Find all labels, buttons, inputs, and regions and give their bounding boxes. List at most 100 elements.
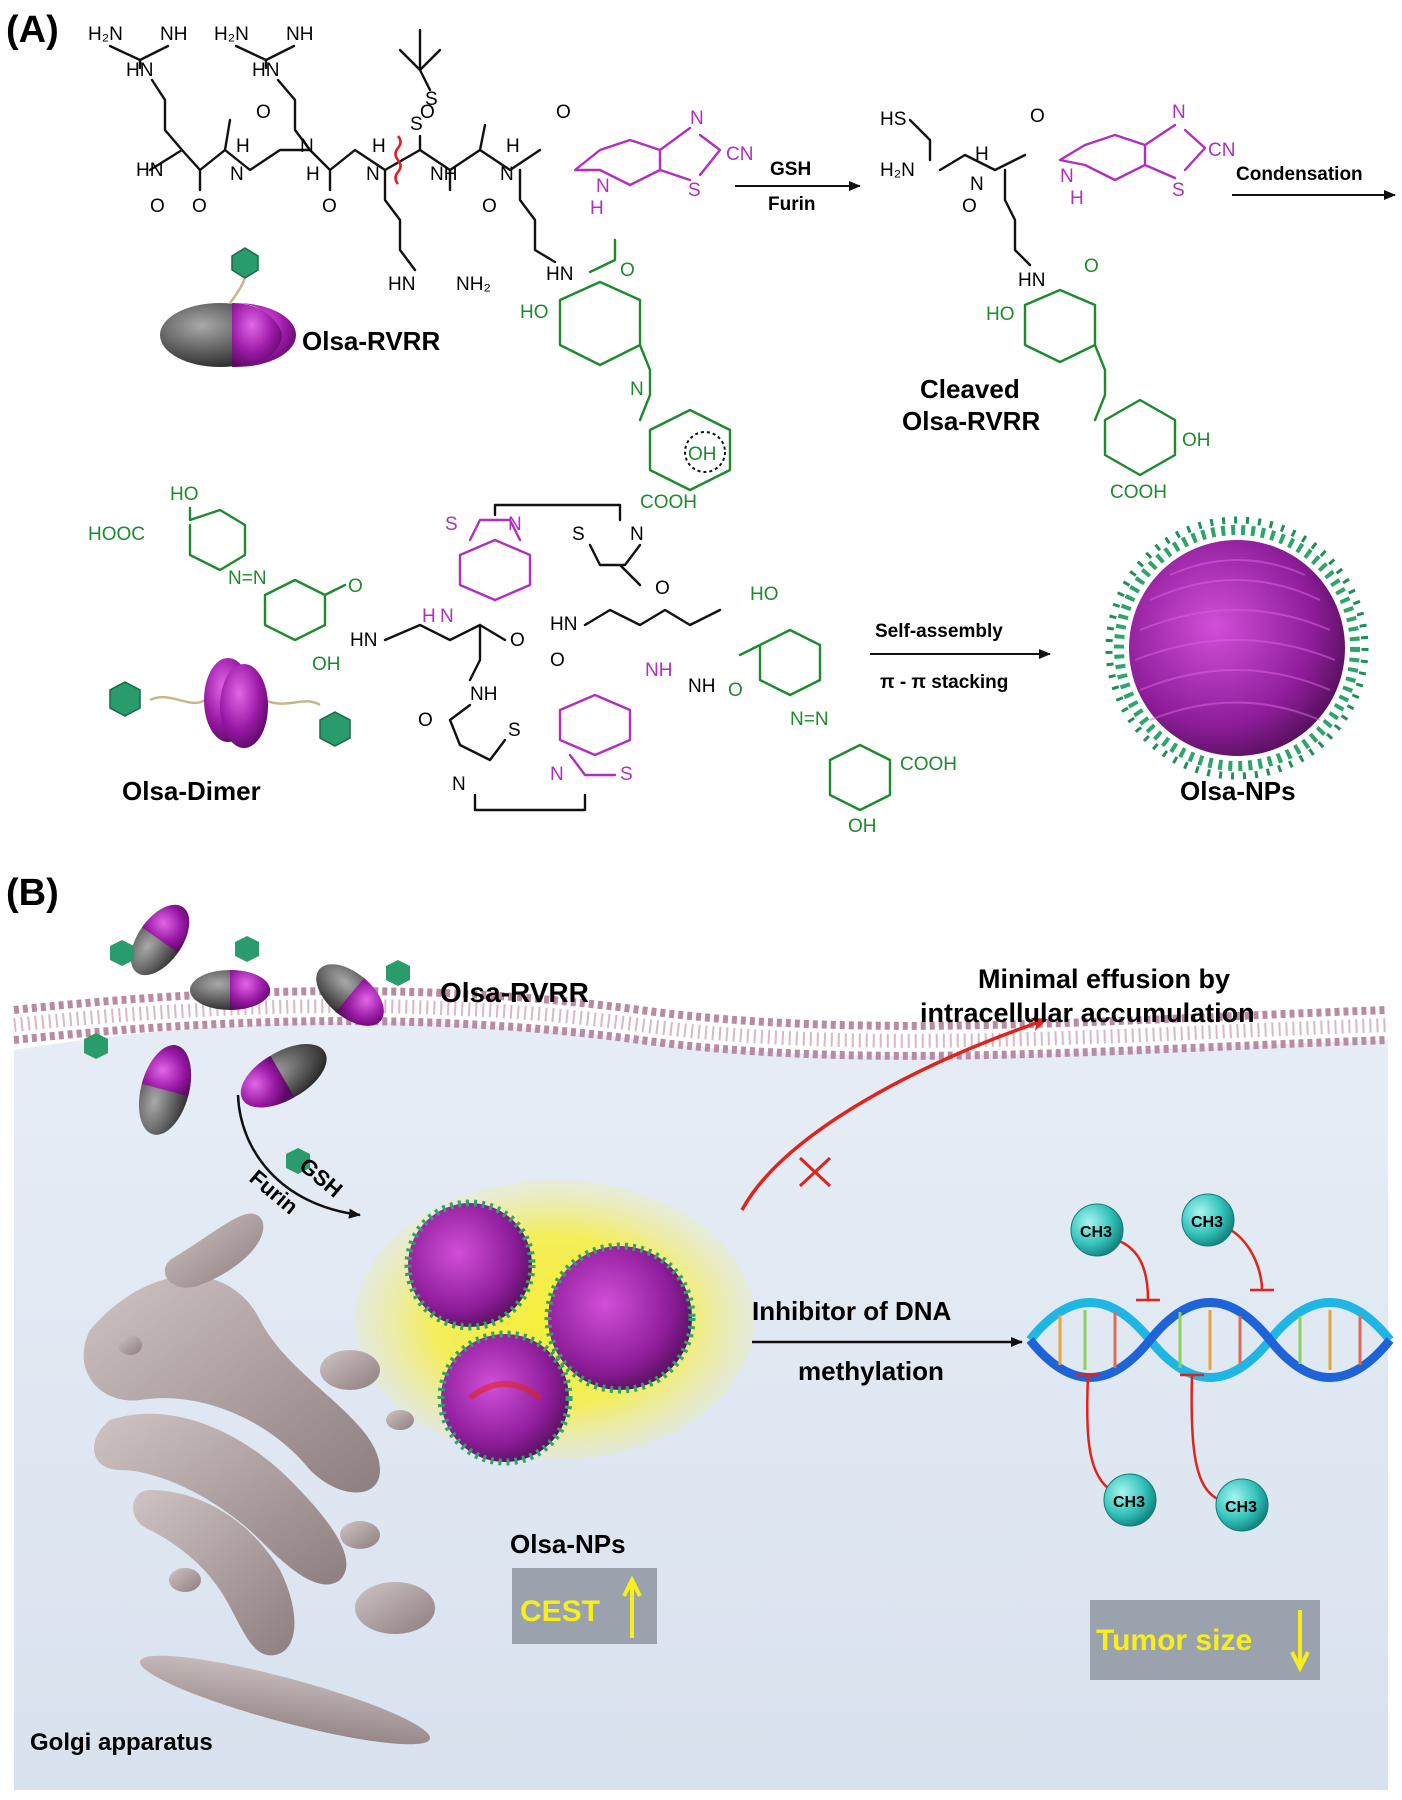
svg-text:S: S	[1172, 180, 1185, 201]
tumor-badge	[1090, 1600, 1320, 1680]
svg-text:O: O	[256, 102, 271, 123]
cest-up-arrow	[622, 1575, 642, 1638]
svg-text:O: O	[150, 196, 165, 217]
svg-text:H: H	[506, 136, 520, 157]
svg-text:H: H	[975, 144, 989, 165]
svg-text:N: N	[230, 164, 244, 185]
svg-text:O: O	[420, 102, 435, 123]
svg-text:O: O	[348, 576, 363, 597]
svg-text:NH₂: NH₂	[456, 274, 491, 295]
molecule-2-name-line1: Cleaved	[920, 374, 1020, 404]
methyl-label-2: CH3	[1191, 1214, 1223, 1231]
svg-text:HN: HN	[252, 60, 279, 81]
svg-text:H: H	[1070, 188, 1084, 209]
svg-text:S: S	[445, 514, 458, 535]
svg-text:H: H	[422, 606, 436, 627]
free-molecule-label: Olsa-RVRR	[440, 977, 589, 1008]
svg-text:CN: CN	[726, 144, 753, 165]
tumor-down-arrow	[1290, 1610, 1310, 1673]
svg-text:HN: HN	[388, 274, 415, 295]
svg-text:N: N	[1060, 166, 1074, 187]
svg-text:HS: HS	[880, 109, 906, 130]
molecule-2-name-line2: Olsa-RVRR	[902, 406, 1040, 436]
svg-text:NH: NH	[645, 660, 672, 681]
svg-text:H₂N: H₂N	[214, 24, 249, 45]
svg-text:N: N	[300, 136, 314, 157]
svg-text:N: N	[500, 164, 514, 185]
svg-text:OH: OH	[312, 654, 341, 675]
svg-text:HO: HO	[750, 584, 779, 605]
svg-text:HN: HN	[350, 630, 377, 651]
svg-text:NH: NH	[430, 164, 457, 185]
svg-text:OH: OH	[1182, 430, 1211, 451]
svg-text:N: N	[508, 514, 522, 535]
svg-text:O: O	[322, 196, 337, 217]
svg-text:NH: NH	[688, 676, 715, 697]
svg-text:O: O	[418, 710, 433, 731]
svg-text:N: N	[690, 108, 704, 129]
olsa-rvrr-schematic	[160, 247, 296, 367]
svg-text:HN: HN	[136, 160, 163, 181]
step-3-label-top: Self-assembly	[875, 621, 1003, 642]
svg-text:N: N	[970, 174, 984, 195]
svg-text:H: H	[372, 136, 386, 157]
svg-text:COOH: COOH	[900, 754, 957, 775]
svg-text:S: S	[425, 89, 438, 110]
golgi-apparatus	[83, 1213, 435, 1745]
nanoparticle-large	[1105, 516, 1369, 780]
svg-text:NH: NH	[160, 24, 187, 45]
svg-text:N: N	[452, 774, 466, 795]
svg-text:NH: NH	[286, 24, 313, 45]
svg-text:O: O	[556, 102, 571, 123]
svg-text:H₂N: H₂N	[880, 160, 915, 181]
svg-text:O: O	[1030, 106, 1045, 127]
svg-text:H: H	[590, 198, 604, 219]
effusion-line1: Minimal effusion by	[978, 964, 1230, 994]
inhibitor-line2: methylation	[798, 1356, 944, 1386]
svg-text:OH: OH	[688, 444, 717, 465]
svg-text:HO: HO	[986, 304, 1015, 325]
molecule-1-name: Olsa-RVRR	[302, 326, 440, 356]
svg-text:O: O	[550, 650, 565, 671]
svg-text:NH: NH	[470, 684, 497, 705]
svg-text:N=N: N=N	[228, 568, 267, 589]
svg-text:HN: HN	[546, 264, 573, 285]
svg-text:O: O	[192, 196, 207, 217]
nanoparticle-cluster	[355, 1180, 755, 1466]
svg-text:N: N	[596, 176, 610, 197]
methyl-label-1: CH3	[1080, 1224, 1112, 1241]
svg-text:O: O	[655, 578, 670, 599]
svg-text:HN: HN	[126, 60, 153, 81]
svg-text:COOH: COOH	[640, 492, 697, 513]
svg-text:OH: OH	[848, 816, 877, 837]
svg-text:S: S	[508, 720, 521, 741]
free-molecules	[84, 904, 410, 1174]
svg-text:N: N	[1172, 102, 1186, 123]
svg-text:HO: HO	[170, 484, 199, 505]
svg-text:S: S	[688, 180, 701, 201]
dimer-schematic	[109, 658, 351, 748]
svg-text:O: O	[962, 196, 977, 217]
dna-helix	[1026, 1298, 1394, 1382]
nps-label: Olsa-NPs	[510, 1529, 626, 1559]
svg-text:HO: HO	[520, 302, 549, 323]
svg-text:HOOC: HOOC	[88, 524, 145, 545]
svg-text:H: H	[306, 164, 320, 185]
svg-text:H₂N: H₂N	[88, 24, 123, 45]
svg-text:N: N	[550, 764, 564, 785]
svg-text:N: N	[630, 379, 644, 400]
svg-text:N: N	[630, 524, 644, 545]
svg-text:S: S	[620, 764, 633, 785]
effusion-arrow	[740, 1017, 1048, 1211]
panel-a-label: (A)	[6, 9, 59, 51]
svg-text:N: N	[440, 606, 454, 627]
svg-text:S: S	[572, 524, 585, 545]
effusion-line2: intracellular accumulation	[920, 998, 1255, 1028]
svg-text:HN: HN	[1018, 270, 1045, 291]
uptake-arrow	[236, 1094, 361, 1219]
cleaved-structure: HS H₂N H N O O HN O N H N S CN HO OH COO…	[880, 102, 1235, 503]
cell-membrane	[13, 987, 1389, 1060]
svg-text:O: O	[1084, 256, 1099, 277]
tumor-label: Tumor size	[1096, 1624, 1252, 1657]
